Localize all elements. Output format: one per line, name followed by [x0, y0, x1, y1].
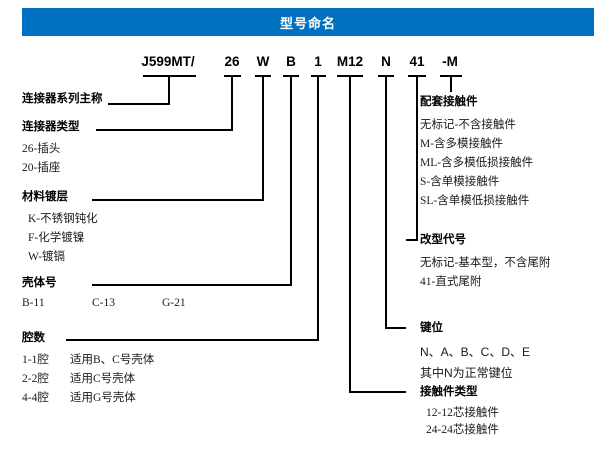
block-mod-code-title: 改型代号	[420, 234, 466, 246]
block-contact-kit-item-4: SL-含单模低损接触件	[420, 195, 530, 207]
block-series-title: 连接器系列主称	[22, 93, 103, 105]
block-keying: 键位 N、A、B、C、D、E 其中N为正常键位	[420, 321, 530, 384]
block-plating-item-0: K-不锈钢钝化	[28, 213, 98, 225]
leader-shell	[92, 76, 292, 286]
cavity-code-1: 2-2腔	[22, 373, 49, 385]
block-cavity-row-2: 4-4腔 适用G号壳体	[22, 389, 154, 408]
leader-contact-type	[349, 76, 406, 393]
block-series: 连接器系列主称	[22, 92, 103, 106]
block-contact-kit-item-3: S-含单模接触件	[420, 176, 500, 188]
pn-segment-series: J599MT/	[141, 54, 195, 69]
pn-segment-keying: N	[381, 54, 391, 69]
block-shell-size-row: B-11 C-13 G-21	[22, 294, 186, 313]
block-type-title: 连接器类型	[22, 121, 80, 133]
block-plating: 材料镀层 K-不锈钢钝化 F-化学镀镍 W-镀镉	[22, 190, 98, 267]
block-cavity-title: 腔数	[22, 332, 45, 344]
block-contact-kit-item-0: 无标记-不含接触件	[420, 119, 516, 131]
block-mod-code-item-1: 41-直式尾附	[420, 276, 482, 288]
block-contact-kit-title: 配套接触件	[420, 96, 478, 108]
block-plating-title: 材料镀层	[22, 191, 68, 203]
block-keying-item-1: 其中N为正常键位	[420, 366, 513, 380]
cavity-desc-2: 适用G号壳体	[70, 392, 136, 404]
page-title: 型号命名	[22, 8, 594, 36]
block-contact-kit: 配套接触件 无标记-不含接触件 M-含多模接触件 ML-含多模低损接触件 S-含…	[420, 95, 533, 211]
block-type: 连接器类型 26-插头 20-插座	[22, 120, 80, 178]
pn-segment-contact-kit: -M	[442, 54, 458, 69]
pn-segment-contact-type: M12	[336, 54, 364, 69]
leader-plating	[92, 76, 264, 201]
block-contact-type-item-1: 24-24芯接触件	[426, 424, 499, 436]
block-shell-size: 壳体号 B-11 C-13 G-21	[22, 276, 186, 313]
block-keying-title: 键位	[420, 322, 443, 334]
leader-series	[108, 76, 170, 105]
pn-segment-shell-size: B	[286, 54, 296, 69]
block-contact-type-title: 接触件类型	[420, 386, 478, 398]
cavity-code-0: 1-1腔	[22, 354, 49, 366]
block-cavity: 腔数 1-1腔 适用B、C号壳体 2-2腔 适用C号壳体 4-4腔 适用G号壳体	[22, 331, 154, 408]
leader-type	[96, 76, 233, 131]
block-contact-type-item-0: 12-12芯接触件	[426, 407, 499, 419]
cavity-desc-0: 适用B、C号壳体	[70, 354, 155, 366]
cavity-code-2: 4-4腔	[22, 392, 49, 404]
block-contact-kit-item-1: M-含多模接触件	[420, 138, 504, 150]
shell-size-1: C-13	[92, 297, 115, 309]
block-keying-item-0: N、A、B、C、D、E	[420, 345, 531, 359]
block-cavity-row-0: 1-1腔 适用B、C号壳体	[22, 351, 154, 370]
shell-size-0: B-11	[22, 297, 45, 309]
block-type-item-1: 20-插座	[22, 162, 61, 174]
block-mod-code: 改型代号 无标记-基本型，不含尾附 41-直式尾附	[420, 233, 550, 292]
cavity-desc-1: 适用C号壳体	[70, 373, 136, 385]
block-plating-item-1: F-化学镀镍	[28, 232, 85, 244]
pn-segment-mod-code: 41	[409, 54, 425, 69]
pn-segment-type: 26	[224, 54, 240, 69]
block-contact-type: 接触件类型 12-12芯接触件 24-24芯接触件	[420, 385, 499, 439]
block-mod-code-item-0: 无标记-基本型，不含尾附	[420, 257, 551, 269]
leader-keying	[385, 76, 406, 329]
block-type-item-0: 26-插头	[22, 143, 61, 155]
block-plating-item-2: W-镀镉	[28, 251, 66, 263]
pn-segment-plating: W	[256, 54, 270, 69]
block-contact-kit-item-2: ML-含多模低损接触件	[420, 157, 534, 169]
shell-size-2: G-21	[162, 297, 186, 309]
part-number-row: J599MT/ 26 W B 1 M12 N 41 -M	[0, 54, 616, 74]
pn-segment-cavity: 1	[314, 54, 322, 69]
block-shell-size-title: 壳体号	[22, 277, 57, 289]
leader-mod-code	[406, 76, 418, 241]
block-cavity-row-1: 2-2腔 适用C号壳体	[22, 370, 154, 389]
